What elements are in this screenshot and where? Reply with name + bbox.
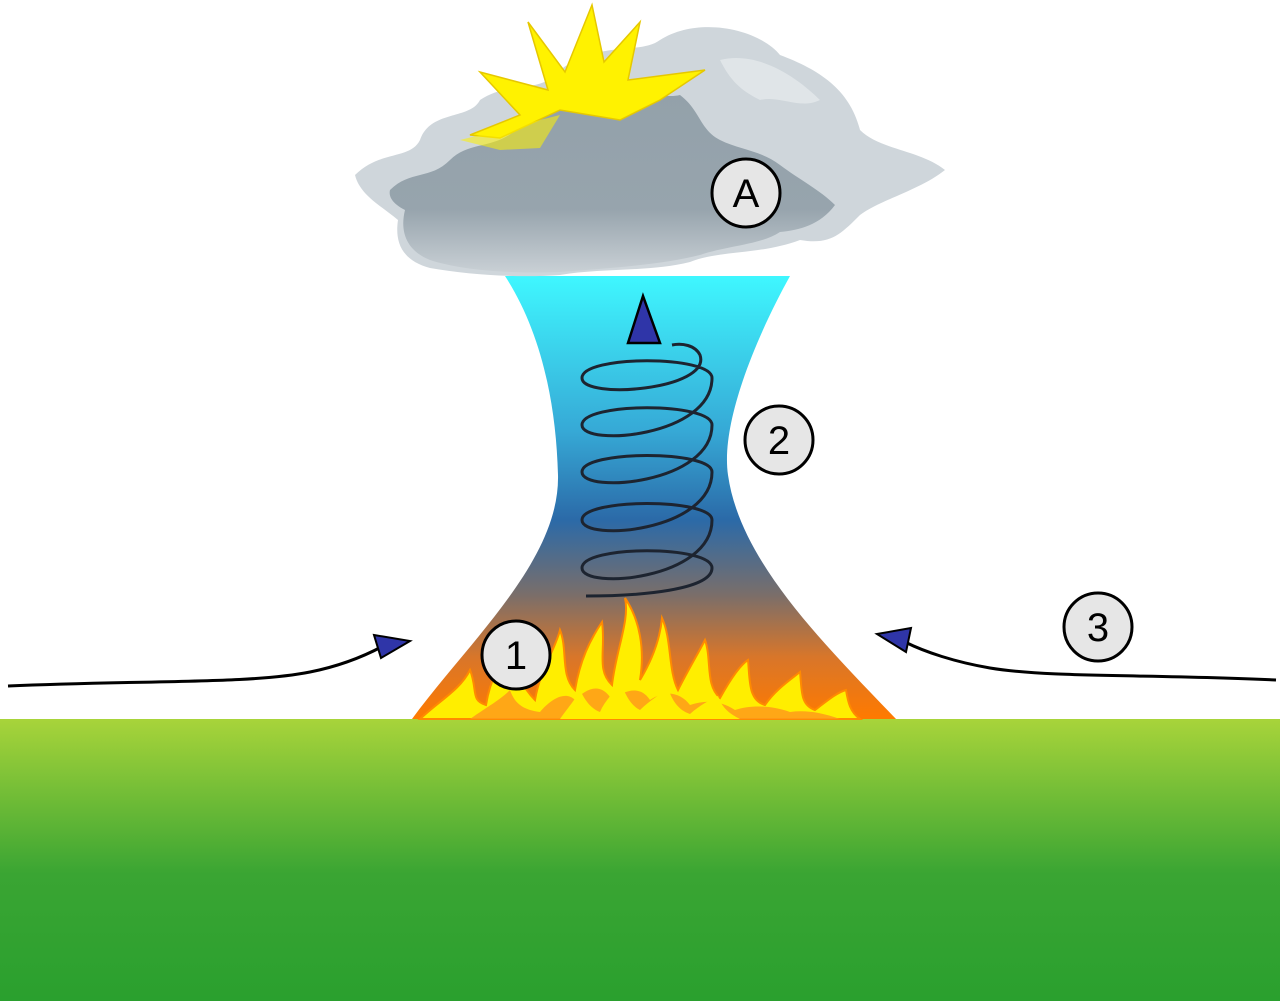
label-cloud: A <box>710 157 782 229</box>
label-inflow-text: 3 <box>1087 606 1109 650</box>
cloud-icon <box>355 27 945 277</box>
label-column-text: 2 <box>768 419 790 463</box>
inflow-arrow-icon <box>7 626 1277 688</box>
ground <box>0 719 1280 1001</box>
label-column: 2 <box>743 404 815 476</box>
label-fire: 1 <box>480 619 552 691</box>
label-inflow: 3 <box>1062 591 1134 663</box>
spiral-arrow-icon <box>580 292 714 598</box>
fire-whirl-column <box>412 276 896 719</box>
label-cloud-text: A <box>733 172 760 216</box>
label-fire-text: 1 <box>505 634 527 678</box>
sun-icon <box>460 2 706 150</box>
